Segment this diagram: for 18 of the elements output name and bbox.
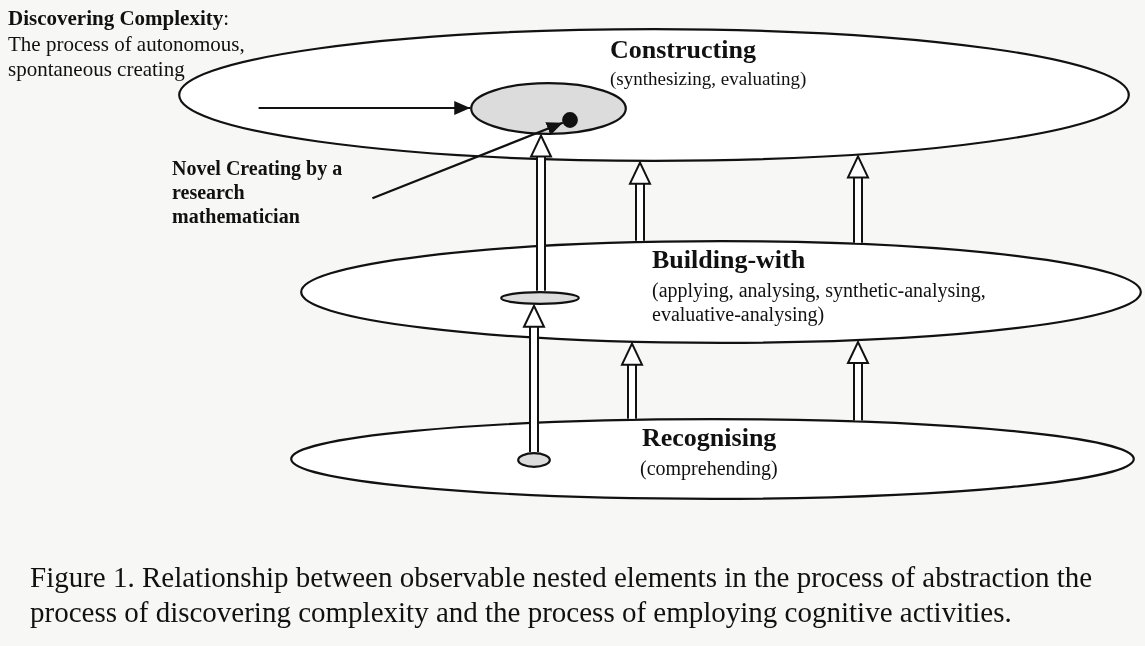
callout-text: Novel Creating by a research mathematician: [172, 156, 344, 228]
layer-description: (applying, analysing, synthetic-analysing, evaluative-analysing): [652, 278, 987, 326]
arrow: [258, 101, 471, 115]
layer-description: (synthesizing, evaluating): [610, 68, 808, 91]
block-arrow: [847, 341, 869, 421]
layer-title: Building-with: [652, 244, 807, 276]
layer-description: (comprehending): [640, 456, 779, 480]
figure-caption: Figure 1. Relationship between observable nested elements in the process of abstraction the process of discovering complexity and the process of employing cognitive activities.: [30, 560, 1094, 630]
block-arrow: [847, 155, 869, 243]
block-arrow: [621, 342, 643, 419]
block-arrow: [530, 134, 552, 291]
arrow: [372, 121, 564, 200]
block-arrow: [629, 161, 651, 241]
callout-text: The process of autonomous, spontaneous creating: [8, 32, 246, 83]
callout-heading: Discovering Complexity:: [8, 6, 231, 32]
block-arrow: [523, 304, 545, 452]
layer-title: Recognising: [642, 422, 778, 454]
layer-title: Constructing: [610, 34, 757, 66]
